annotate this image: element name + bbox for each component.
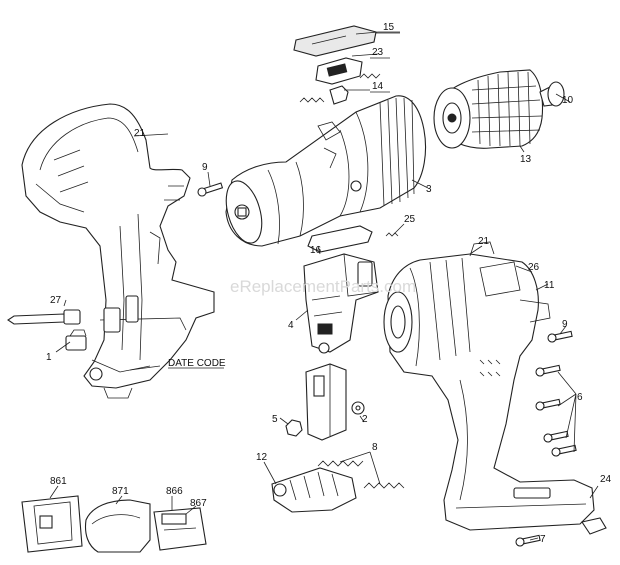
callout-4: 4 [288, 320, 294, 331]
accessory-case-861 [21, 495, 83, 553]
callout-5: 5 [272, 414, 278, 425]
date-code-label: DATE CODE [168, 358, 226, 369]
callout-866: 866 [166, 486, 183, 497]
callout-14: 14 [372, 81, 384, 92]
screws-6 [535, 364, 577, 457]
selector-23 [315, 57, 363, 85]
watermark-text: eReplacementParts.com [230, 277, 416, 296]
callout-labels: 15 23 14 10 13 21 9 3 25 16 21 26 11 27 … [46, 22, 612, 545]
screw-left [197, 182, 224, 197]
callout-9-right: 9 [562, 319, 568, 330]
bit-holder [65, 329, 87, 351]
callout-6: 6 [577, 392, 583, 403]
callout-861: 861 [50, 476, 67, 487]
callout-867: 867 [190, 498, 207, 509]
screw-2 [351, 401, 365, 415]
callout-3: 3 [426, 184, 432, 195]
callout-871: 871 [112, 486, 129, 497]
callout-12: 12 [256, 452, 268, 463]
clip-24 [581, 517, 607, 535]
charger-871 [84, 499, 151, 553]
callout-23: 23 [372, 47, 384, 58]
screwdriver-bit [7, 309, 81, 325]
callout-24: 24 [600, 474, 612, 485]
callout-11: 11 [544, 280, 555, 291]
callout-15: 15 [383, 22, 395, 33]
callout-10: 10 [562, 95, 574, 106]
motor-gearbox-assembly [225, 95, 427, 247]
callout-7: 7 [540, 534, 546, 545]
callout-27: 27 [50, 295, 62, 306]
leader-lines [49, 31, 599, 541]
forward-reverse-block [305, 363, 347, 441]
top-cover-15 [293, 25, 377, 57]
small-spring-25 [385, 232, 399, 237]
callout-underlines [168, 32, 400, 369]
assembled-drill [383, 241, 595, 531]
springs-8 [317, 460, 405, 489]
callout-25: 25 [404, 214, 416, 225]
nut-5 [285, 419, 303, 437]
callout-16: 16 [310, 245, 322, 256]
screw-7 [515, 534, 541, 547]
callout-13: 13 [520, 154, 532, 165]
screw-right-9 [547, 330, 573, 343]
chuck [433, 69, 544, 149]
battery-terminal [271, 467, 357, 513]
switch-assembly [303, 253, 379, 354]
callout-21-left: 21 [134, 128, 146, 139]
left-housing-half [21, 103, 215, 399]
callout-9-left: 9 [202, 162, 208, 173]
callout-8: 8 [372, 442, 378, 453]
battery-866 [153, 507, 207, 551]
chuck-screw [539, 81, 565, 107]
callout-2: 2 [362, 414, 368, 425]
callout-26: 26 [528, 262, 540, 273]
springs-14 [299, 73, 381, 105]
callout-21-right: 21 [478, 236, 490, 247]
callout-1: 1 [46, 352, 52, 363]
switch-plate-16 [307, 225, 373, 253]
